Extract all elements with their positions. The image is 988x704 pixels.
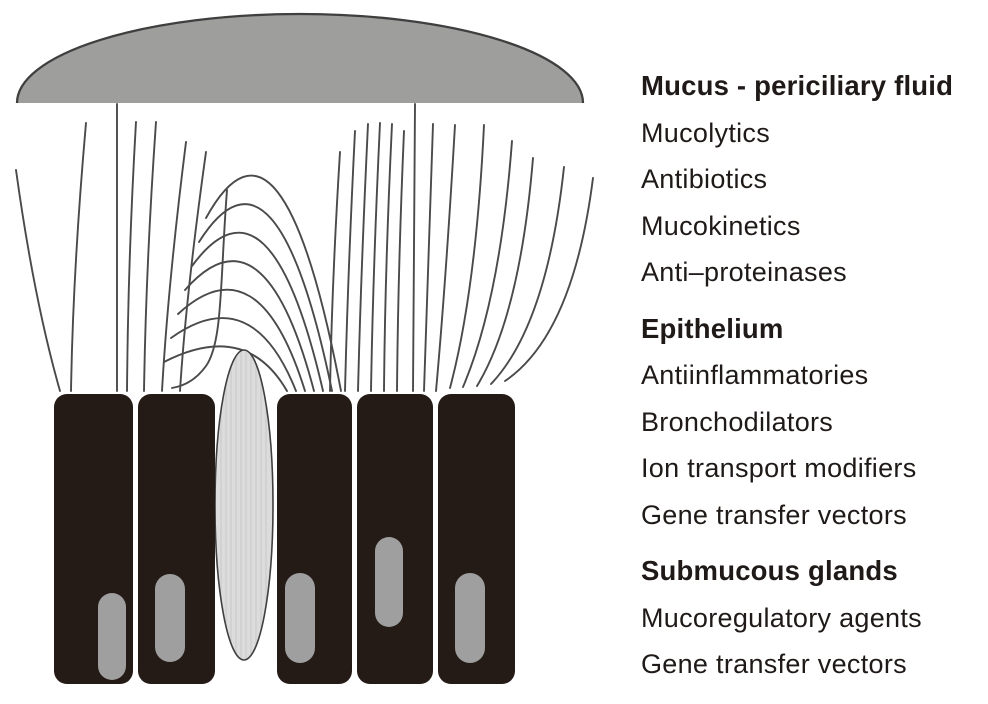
legend-item: Gene transfer vectors: [641, 499, 907, 530]
legend-item: Bronchodilators: [641, 406, 834, 437]
cilium: [490, 166, 565, 385]
cilium: [177, 288, 306, 392]
cilium: [15, 169, 61, 392]
legend-heading: Mucus - periciliary fluid: [641, 70, 954, 101]
cilia: [15, 103, 594, 392]
legend-item: Ion transport modifiers: [641, 453, 917, 483]
cilium: [357, 123, 369, 392]
cilium: [423, 123, 434, 392]
mucus-layer-outline: [15, 12, 585, 104]
cilium: [449, 124, 485, 389]
legend-heading: Epithelium: [641, 312, 784, 344]
cilium: [170, 317, 297, 392]
cilium: [198, 203, 333, 392]
nucleus: [375, 537, 403, 627]
legend: Mucus - periciliary fluid Mucolytics Ant…: [641, 63, 987, 688]
cilium: [126, 121, 137, 392]
cilium: [370, 122, 381, 392]
cilium: [462, 140, 513, 388]
cilium: [205, 174, 342, 392]
legend-item: Gene transfer vectors: [641, 649, 907, 679]
goblet-cell: [214, 349, 274, 661]
cilium: [70, 122, 87, 392]
cilium: [143, 121, 157, 392]
legend-group-mucus: Mucus - periciliary fluid Mucolytics Ant…: [641, 63, 987, 296]
nucleus: [285, 573, 315, 663]
cilium: [161, 141, 187, 392]
cilium: [504, 177, 594, 382]
cilium: [344, 130, 356, 392]
legend-item: Mucolytics: [641, 117, 771, 148]
legend-item: Antiinflammatories: [641, 360, 869, 390]
cilium: [435, 124, 456, 392]
legend-group-submucous-glands: Submucous glands Mucoregulatory agents G…: [641, 548, 987, 688]
legend-item: Anti–proteinases: [641, 257, 847, 287]
nucleus: [98, 593, 126, 680]
legend-item: Mucoregulatory agents: [641, 602, 922, 633]
nucleus: [455, 573, 485, 663]
cilium: [179, 151, 207, 392]
legend-heading: Submucous glands: [641, 555, 898, 586]
legend-item: Antibiotics: [641, 164, 768, 194]
cilium: [412, 103, 416, 392]
cilium: [191, 231, 324, 392]
mucus-layer: [17, 14, 583, 103]
cilium: [163, 345, 288, 392]
cilium: [184, 260, 315, 392]
cilium: [476, 157, 534, 387]
cilium: [329, 151, 341, 392]
legend-group-epithelium: Epithelium Antiinflammatories Bronchodil…: [641, 306, 987, 539]
cilium: [171, 189, 228, 389]
legend-item: Mucokinetics: [641, 210, 801, 241]
nucleus: [155, 574, 185, 662]
nuclei: [98, 537, 485, 680]
cilium: [383, 123, 393, 392]
airway-diagram: [15, 12, 594, 684]
cilium: [396, 130, 405, 392]
